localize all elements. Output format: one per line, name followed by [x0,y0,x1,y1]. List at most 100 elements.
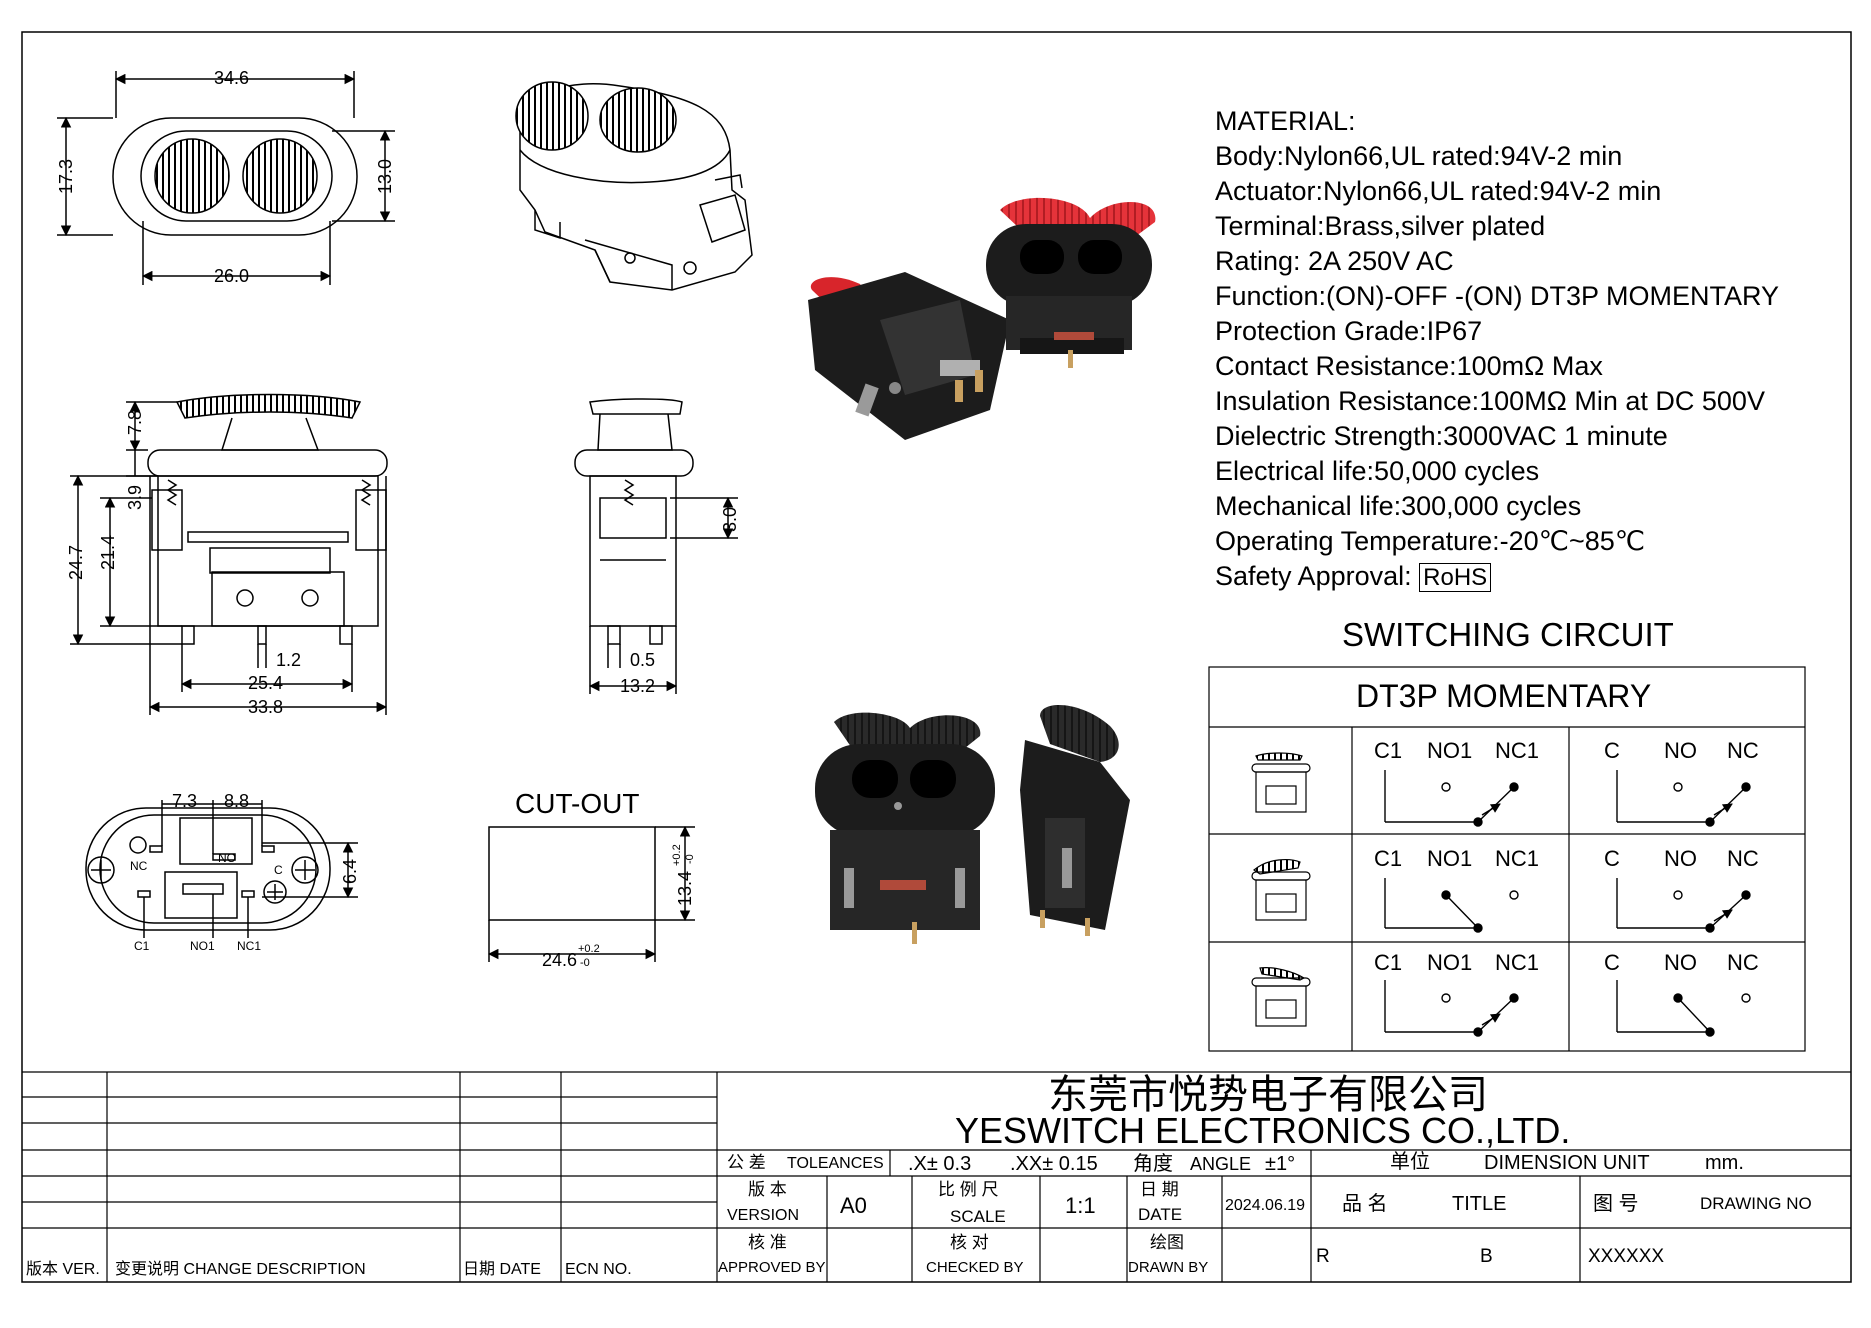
company-name-en: YESWITCH ELECTRONICS CO.,LTD. [955,1110,1570,1151]
row3-right-label-no: NO [1664,950,1697,975]
approved-en: APPROVED BY [718,1259,826,1276]
dim-side-travel: 3.0 [720,507,740,532]
spec-electrical-life: Electrical life:50,000 cycles [1215,456,1540,486]
unit-cn: 单位 [1390,1150,1430,1173]
spec-contact-resistance: Contact Resistance:100mΩ Max [1215,351,1603,381]
row2-right-label-c: C [1604,846,1620,871]
dim-front-spring: 3.9 [125,485,145,510]
rohs-badge: RoHS [1419,563,1492,592]
side-view-drawing [574,398,738,694]
drawn-en: DRAWN BY [1128,1259,1208,1276]
spec-safety-approval: Safety Approval: RoHS [1215,559,1492,595]
row3-right-label-nc: NC [1727,950,1759,975]
cutout-drawing [487,825,695,962]
product-photo-red-front [986,197,1156,368]
cutout-width-tol2: -0 [580,957,590,969]
revision-ver-header: 版本 VER. [26,1260,100,1278]
dim-front-pin: 1.2 [276,650,301,670]
cutout-width: 24.6 [542,950,577,970]
row2-left-label-nc1: NC1 [1495,846,1539,871]
top-view-drawing [57,71,395,285]
row1-left-label-nc1: NC1 [1495,738,1539,763]
scale-en: SCALE [950,1207,1006,1226]
cutout-width-tol: +0.2 [578,943,600,955]
cutout-height-tol: +0.2 [671,844,683,866]
spec-operating-temperature: Operating Temperature:-20℃~85℃ [1215,526,1646,556]
version-cn: 版 本 [748,1180,787,1199]
dim-front-width-outer: 33.8 [248,697,283,717]
title-r-value: R [1316,1246,1330,1267]
dim-front-body: 21.4 [98,535,118,570]
product-photo-black-side [1020,705,1130,936]
row1-right-label-no: NO [1664,738,1697,763]
drawing-no-value: XXXXXX [1588,1246,1664,1267]
dim-front-actuator: 7.8 [125,410,145,435]
approved-cn: 核 准 [748,1233,787,1252]
dim-top-inner-height: 13.0 [375,159,395,194]
version-en: VERSION [727,1207,799,1224]
circuit-table-grid [1208,666,1806,1052]
unit-value: mm. [1705,1152,1744,1174]
pin-label-c1: C1 [134,939,150,953]
circuit-row-icons [1251,752,1311,1027]
checked-en: CHECKED BY [926,1259,1024,1276]
tolerance-en: TOLEANCES [787,1155,884,1172]
drawn-cn: 绘图 [1150,1233,1184,1252]
revision-ecn-header: ECN NO. [565,1261,632,1278]
pin-label-nc: NC [130,859,148,873]
pin-label-nc1: NC1 [237,939,261,953]
spec-dielectric-strength: Dielectric Strength:3000VAC 1 minute [1215,421,1668,451]
date-cn: 日 期 [1140,1180,1179,1199]
dim-front-total: 24.7 [66,545,86,580]
safety-approval-label: Safety Approval: [1215,561,1412,591]
switching-circuit-heading: SWITCHING CIRCUIT [1342,616,1674,653]
drawing-no-cn: 图 号 [1593,1193,1639,1215]
title-name-cn: 品 名 [1342,1192,1388,1215]
angle-value: ±1° [1265,1153,1295,1175]
front-view-drawing [70,393,388,715]
row3-left-label-nc1: NC1 [1495,950,1539,975]
product-photo-red-side [808,272,1010,440]
cutout-height: 13.4 [675,871,695,906]
version-value: A0 [840,1193,867,1218]
row1-left-label-c1: C1 [1374,738,1402,763]
product-photo-black-front [815,712,995,944]
date-en: DATE [1138,1205,1182,1224]
pin-label-no: NO [218,851,236,865]
dim-top-height: 17.3 [56,159,76,194]
sheet-border [21,31,1852,1283]
spec-function: Function:(ON)-OFF -(ON) DT3P MOMENTARY [1215,281,1780,311]
unit-en: DIMENSION UNIT [1484,1152,1650,1174]
isometric-line-drawing [515,81,753,291]
dim-side-pin: 0.5 [630,650,655,670]
pin-label-no1: NO1 [190,939,215,953]
spec-insulation-resistance: Insulation Resistance:100MΩ Min at DC 50… [1215,386,1765,416]
tolerance-xx: .XX± 0.15 [1010,1153,1098,1175]
title-block-grid [22,1071,1851,1282]
row2-left-label-c1: C1 [1374,846,1402,871]
title-name-en: TITLE [1452,1193,1506,1215]
row1-right-label-nc: NC [1727,738,1759,763]
dim-bottom-h: 6.4 [340,859,360,884]
tolerance-cn: 公 差 [727,1153,766,1172]
spec-body: Body:Nylon66,UL rated:94V-2 min [1215,141,1623,171]
company-name-cn: 东莞市悦势电子有限公司 [1048,1073,1488,1117]
spec-actuator: Actuator:Nylon66,UL rated:94V-2 min [1215,176,1662,206]
dim-bottom-a: 7.3 [172,791,197,811]
row3-left-label-c1: C1 [1374,950,1402,975]
checked-cn: 核 对 [950,1233,989,1252]
spec-mechanical-life: Mechanical life:300,000 cycles [1215,491,1582,521]
date-value: 2024.06.19 [1225,1197,1305,1214]
row2-right-label-nc: NC [1727,846,1759,871]
angle-cn: 角度 [1133,1152,1173,1175]
tolerance-x: .X± 0.3 [908,1153,971,1175]
drawing-no-en: DRAWING NO [1700,1194,1812,1213]
revision-date-header: 日期 DATE [463,1260,541,1278]
scale-value: 1:1 [1065,1193,1096,1218]
title-b-value: B [1480,1246,1493,1267]
spec-terminal: Terminal:Brass,silver plated [1215,211,1546,241]
revision-change-header: 变更说明 CHANGE DESCRIPTION [115,1260,366,1278]
row3-left-label-no1: NO1 [1427,950,1472,975]
